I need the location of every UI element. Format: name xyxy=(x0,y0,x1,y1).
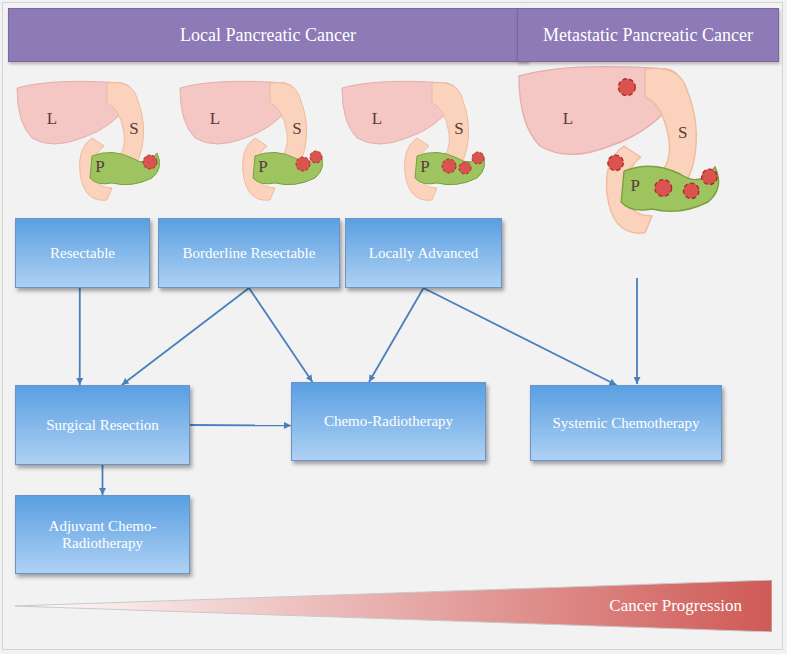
node-text: Chemo-Radiotherapy xyxy=(324,413,453,430)
progression-wedge: Cancer Progression xyxy=(15,580,772,632)
flow-arrow xyxy=(369,288,424,382)
organ-figure xyxy=(342,81,485,200)
organ-label: L xyxy=(372,110,382,127)
organ-label: P xyxy=(630,177,639,194)
organ-label: L xyxy=(210,110,220,127)
node-text: Surgical Resection xyxy=(46,417,159,434)
process-box: Surgical Resection xyxy=(15,385,190,465)
node-text: Systemic Chemotherapy xyxy=(552,415,699,432)
process-box: Locally Advanced xyxy=(345,218,502,288)
organ-label: S xyxy=(454,120,463,137)
organ-label: P xyxy=(420,158,429,175)
organ-figure xyxy=(180,81,323,200)
node-text: Local Pancreatic Cancer xyxy=(180,25,356,46)
node-text: Borderline Resectable xyxy=(183,245,316,262)
organ-figure xyxy=(519,67,719,234)
node-text: Locally Advanced xyxy=(369,245,479,262)
organ-label: L xyxy=(563,110,573,127)
organ-label: L xyxy=(47,110,57,127)
node-text: Metastatic Pancreatic Cancer xyxy=(543,25,753,46)
organ-label: P xyxy=(95,158,104,175)
process-box: Resectable xyxy=(15,218,150,288)
flow-arrow xyxy=(190,424,291,426)
process-box: Adjuvant Chemo-Radiotherapy xyxy=(15,495,190,574)
node-text: Cancer Progression xyxy=(609,596,742,616)
node-text: Adjuvant Chemo-Radiotherapy xyxy=(24,518,181,552)
flow-arrow xyxy=(249,288,312,382)
process-box: Chemo-Radiotherapy xyxy=(291,382,486,461)
process-box: Borderline Resectable xyxy=(158,218,340,288)
stage-header: Metastatic Pancreatic Cancer xyxy=(517,8,779,62)
flow-arrow xyxy=(79,288,81,385)
organ-label: S xyxy=(292,120,301,137)
node-text: Resectable xyxy=(50,245,115,262)
organ-label: S xyxy=(129,120,138,137)
organ-label: P xyxy=(258,158,267,175)
organ-label: S xyxy=(678,124,687,141)
flow-arrow xyxy=(636,278,638,384)
flow-arrow xyxy=(102,465,104,495)
flow-arrow xyxy=(122,288,249,385)
process-box: Systemic Chemotherapy xyxy=(530,385,722,461)
flow-arrow xyxy=(424,288,617,385)
stage-header: Local Pancreatic Cancer xyxy=(8,8,528,62)
organ-figure xyxy=(17,81,160,200)
